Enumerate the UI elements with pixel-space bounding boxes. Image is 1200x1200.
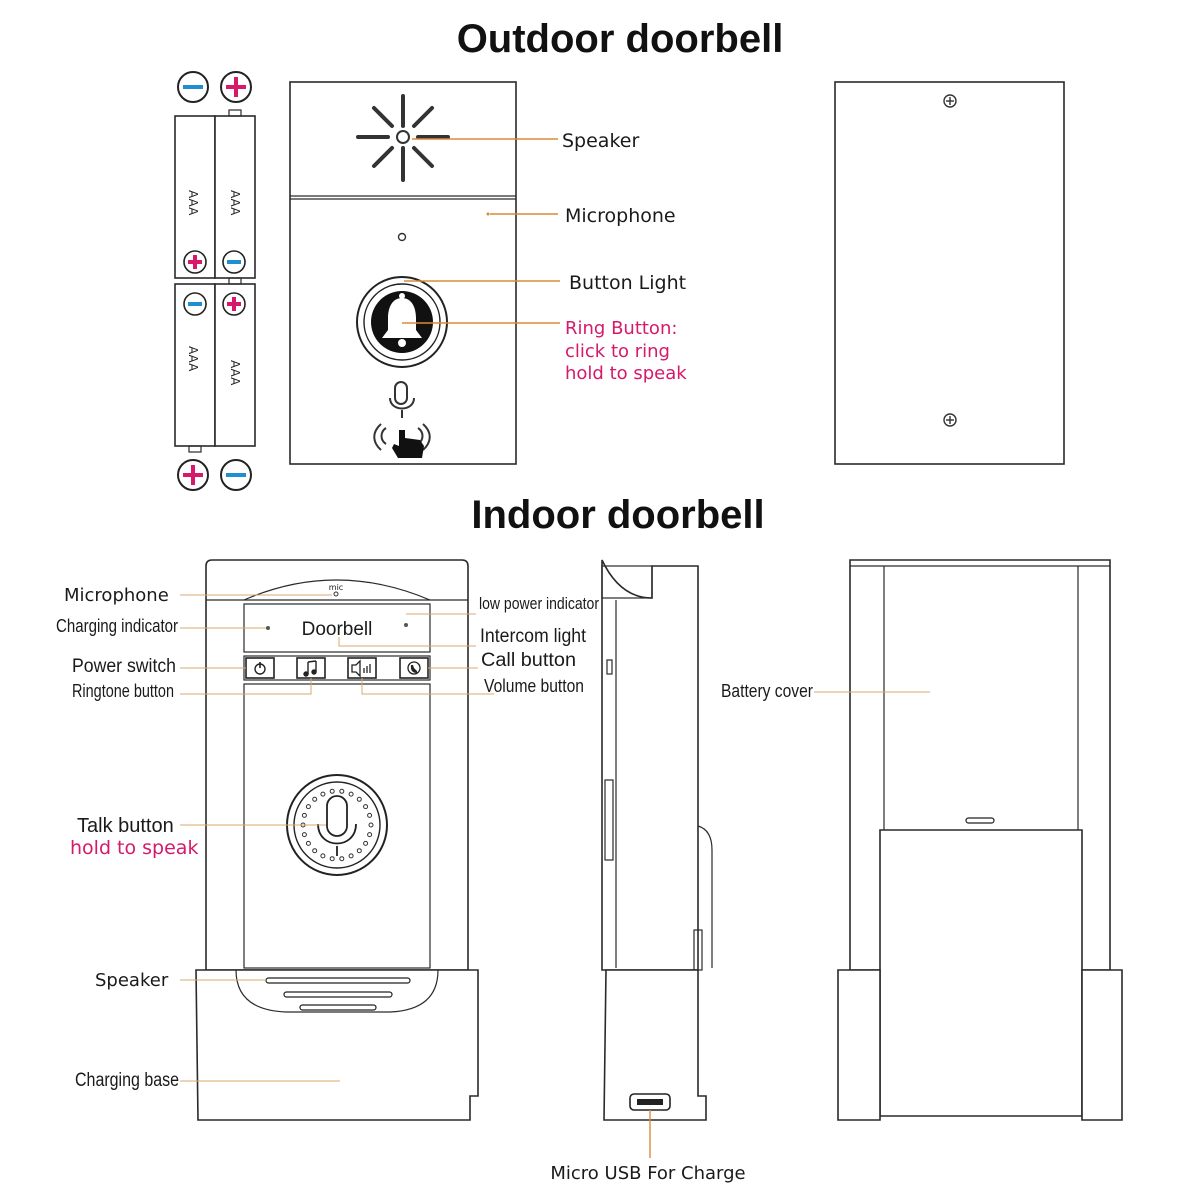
minus-sign-icon — [177, 71, 209, 103]
talk-button-dot — [305, 840, 311, 846]
talk-button-dot — [320, 853, 326, 859]
ringtone-button-label: Ringtone button — [72, 681, 174, 701]
usb-port-icon — [629, 1093, 671, 1111]
talk-button-dot — [363, 804, 369, 810]
talk-button-dot — [329, 856, 335, 862]
charging-base-label: Charging base — [75, 1070, 179, 1091]
mic-mark: mic — [329, 583, 343, 592]
indoor-unit-back: Battery cover — [721, 559, 1123, 1121]
battery-label: AAA — [186, 346, 200, 372]
speaker-grille-icon — [265, 977, 411, 1011]
call-button-label: Call button — [481, 650, 576, 671]
low-power-indicator-label: low power indicator — [479, 594, 599, 613]
indoor-title: Indoor doorbell — [471, 493, 764, 537]
talk-button-dot — [348, 853, 354, 859]
charging-indicator-label: Charging indicator — [56, 616, 178, 636]
indoor-microphone-label: Microphone — [64, 585, 169, 606]
talk-button-dot — [356, 848, 362, 854]
indoor-unit-side: Micro USB For Charge — [550, 559, 746, 1184]
talk-button-dot — [329, 788, 335, 794]
micro-usb-label: Micro USB For Charge — [550, 1163, 745, 1184]
ring-button-click-label: click to ring — [565, 341, 670, 362]
volume-button[interactable] — [347, 657, 377, 679]
talk-button-dot — [305, 804, 311, 810]
speaker-label: Speaker — [562, 130, 639, 152]
minus-sign-icon — [183, 292, 207, 316]
bell-icon — [382, 293, 422, 347]
talk-button-dot — [368, 822, 374, 828]
talk-button-dot — [339, 856, 345, 862]
touch-hand-icon — [373, 423, 431, 458]
battery-pack: AAA AAA AAA AAA — [174, 71, 256, 491]
power-switch-label: Power switch — [72, 656, 176, 677]
plus-sign-icon — [183, 250, 207, 274]
battery-label: AAA — [228, 360, 242, 386]
ring-button-label: Ring Button: — [565, 318, 677, 339]
microphone-icon — [317, 795, 357, 856]
battery-cover-label: Battery cover — [721, 681, 813, 701]
button-light-label: Button Light — [569, 272, 686, 294]
talk-button-dot — [363, 840, 369, 846]
talk-button-dot — [320, 791, 326, 797]
minus-sign-icon — [220, 459, 252, 491]
power-switch[interactable] — [245, 657, 275, 679]
talk-button-dot — [356, 796, 362, 802]
screw-icon — [943, 94, 957, 108]
talk-button-label: Talk button — [77, 815, 174, 837]
dot-ring — [300, 788, 374, 862]
talk-button-dot — [367, 812, 373, 818]
talk-button[interactable] — [286, 774, 388, 876]
talk-button-dot — [301, 812, 307, 818]
power-icon — [254, 662, 266, 675]
outdoor-unit-back — [834, 81, 1065, 465]
indoor-unit-front: mic Doorbell — [195, 559, 479, 1121]
call-button[interactable] — [399, 657, 429, 679]
ring-button[interactable] — [356, 276, 448, 368]
indoor-front-callouts: Microphone Charging indicator Power swit… — [56, 585, 599, 1091]
talk-button-dot — [312, 796, 318, 802]
ringtone-button[interactable] — [296, 657, 326, 679]
outdoor-title: Outdoor doorbell — [457, 17, 784, 61]
battery-label: AAA — [186, 190, 200, 216]
microphone-label: Microphone — [565, 205, 676, 227]
plus-sign-icon — [177, 459, 209, 491]
music-note-icon — [303, 660, 317, 677]
volume-icon — [351, 659, 371, 678]
battery-cover[interactable] — [879, 817, 1083, 1117]
plus-sign-icon — [222, 292, 246, 316]
outdoor-unit-front — [289, 81, 517, 465]
device-brand-text: Doorbell — [302, 619, 373, 640]
volume-button-label: Volume button — [484, 676, 584, 696]
talk-button-dot — [367, 832, 373, 838]
battery-label: AAA — [228, 190, 242, 216]
talk-button-dot — [301, 832, 307, 838]
call-icon — [407, 661, 421, 675]
talk-hold-label: hold to speak — [70, 837, 198, 859]
speaker-grille-icon — [356, 94, 450, 182]
intercom-light-label: Intercom light — [480, 626, 587, 647]
minus-sign-icon — [222, 250, 246, 274]
microphone-hole — [397, 232, 407, 242]
talk-button-dot — [348, 791, 354, 797]
microphone-icon — [389, 381, 415, 418]
plus-sign-icon — [220, 71, 252, 103]
screw-icon — [943, 413, 957, 427]
indoor-speaker-label: Speaker — [95, 970, 169, 991]
talk-button-dot — [312, 848, 318, 854]
ring-button-hold-label: hold to speak — [565, 363, 687, 384]
talk-button-dot — [339, 788, 345, 794]
outdoor-callouts: Speaker Microphone Button Light Ring But… — [402, 130, 687, 384]
